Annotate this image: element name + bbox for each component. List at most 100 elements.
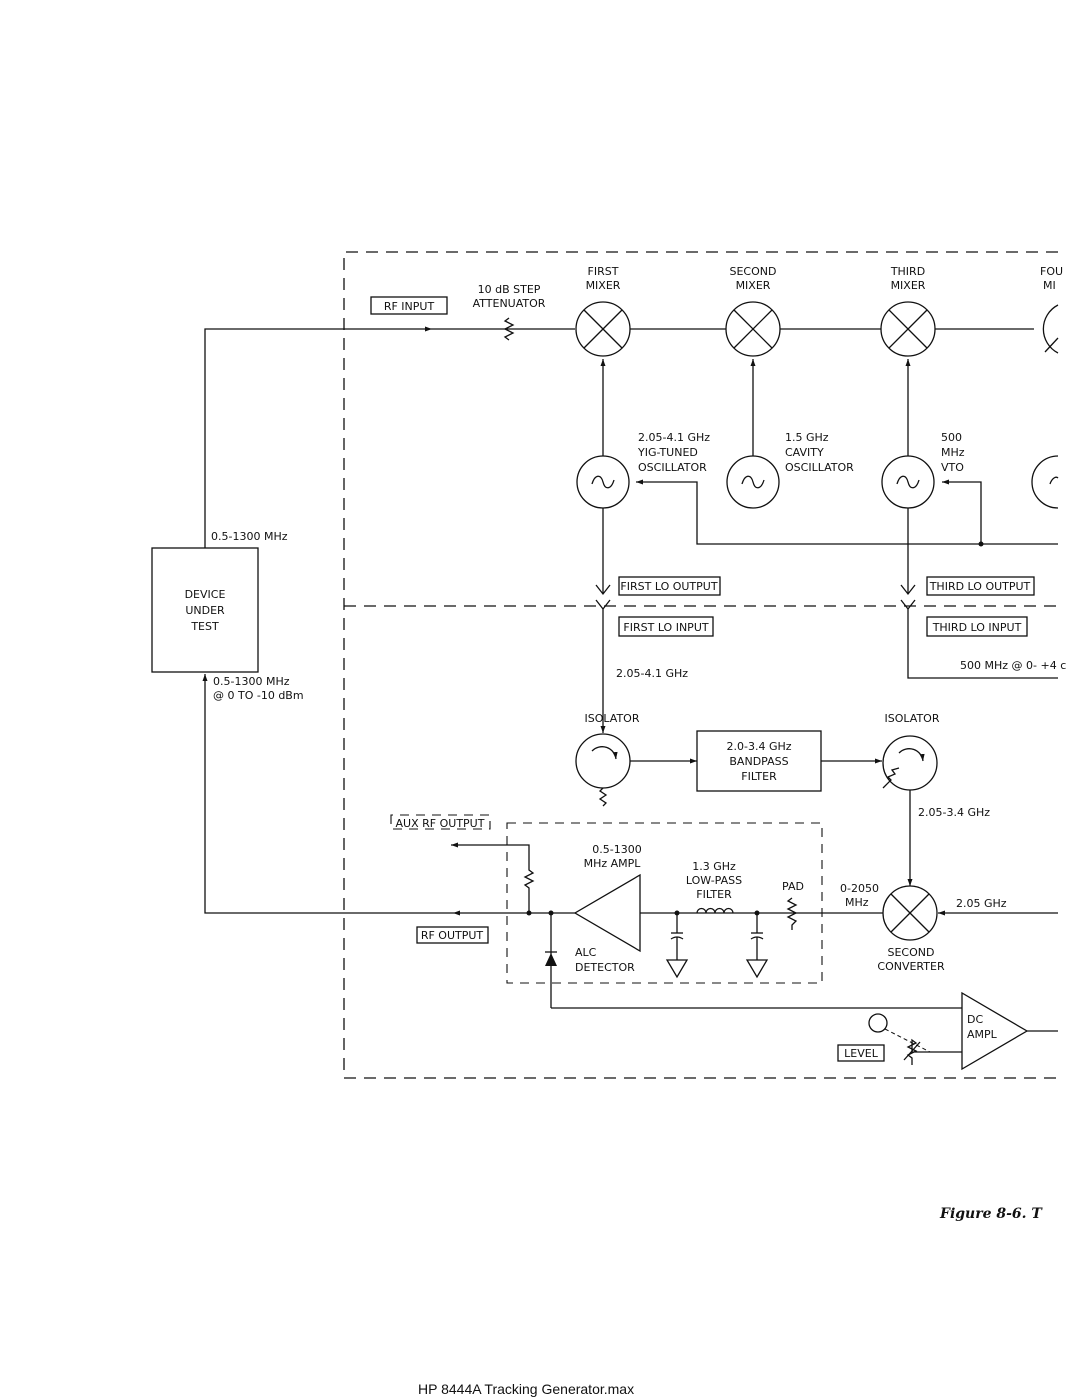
- ampl-label-1: 0.5-1300: [592, 843, 641, 856]
- second-mixer-label-2: MIXER: [736, 279, 771, 292]
- first-lo-output-connector: [618, 576, 721, 596]
- step-attenuator-label-2: ATTENUATOR: [473, 297, 546, 310]
- cavity-label-3: OSCILLATOR: [785, 461, 854, 474]
- level-pot-wiper: [903, 1041, 921, 1061]
- pad-label: PAD: [782, 880, 804, 893]
- first-lo-input-freq: 2.05-4.1 GHz: [616, 667, 688, 680]
- vto-label-2: MHz: [941, 446, 965, 459]
- footer-filename: HP 8444A Tracking Generator.max: [418, 1381, 634, 1397]
- output-amplifier: [573, 873, 641, 953]
- lpf-capacitor-left: [665, 913, 689, 979]
- aux-coupling-resistor: [451, 842, 535, 913]
- output-amp-subassembly-boundary: [506, 822, 823, 984]
- first-lo-input-chevron: [595, 599, 611, 611]
- isolator-right-label: ISOLATOR: [885, 712, 940, 725]
- step-attenuator-label-1: 10 dB STEP: [478, 283, 541, 296]
- dut-label-1: DEVICE: [185, 588, 226, 601]
- if-freq-label-2: MHz: [845, 896, 869, 909]
- figure-caption: Figure 8-6. T: [939, 1206, 1043, 1222]
- level-potentiometer: [906, 1038, 962, 1065]
- alc-detector-diode: [545, 913, 557, 1008]
- step-attenuator-resistor: [503, 317, 515, 341]
- pad-resistor: [786, 897, 798, 930]
- second-converter-mixer: [882, 885, 938, 941]
- if-freq-label-1: 0-2050: [840, 882, 879, 895]
- third-lo-input-chevron: [900, 599, 916, 611]
- isolator-left-label: ISOLATOR: [585, 712, 640, 725]
- first-lo-output-label: FIRST LO OUTPUT: [620, 580, 717, 593]
- dut-freq-top: 0.5-1300 MHz: [211, 530, 288, 543]
- alc-label-2: DETECTOR: [575, 961, 635, 974]
- yig-label-3: OSCILLATOR: [638, 461, 707, 474]
- isolator-left: [575, 733, 631, 807]
- dut-label-2: UNDER: [185, 604, 225, 617]
- lpf-capacitor-right: [745, 913, 769, 979]
- level-label: LEVEL: [844, 1047, 879, 1060]
- first-mixer: [575, 301, 631, 357]
- vto-label-1: 500: [941, 431, 962, 444]
- dut-label-3: TEST: [190, 620, 219, 633]
- yig-label-2: YIG-TUNED: [637, 446, 698, 459]
- lpf-label-3: FILTER: [696, 888, 732, 901]
- fourth-mixer-partial: [1042, 304, 1059, 354]
- fourth-mixer-label-1: FOU: [1040, 265, 1063, 278]
- third-lo-input-freq: 500 MHz @ 0- +4 c: [960, 659, 1066, 672]
- first-mixer-label-2: MIXER: [586, 279, 621, 292]
- rf-input-connector: [370, 296, 448, 315]
- yig-label-1: 2.05-4.1 GHz: [638, 431, 710, 444]
- third-lo-input-label: THIRD LO INPUT: [932, 621, 1022, 634]
- vto-oscillator: [881, 455, 935, 509]
- first-lo-input-label: FIRST LO INPUT: [623, 621, 708, 634]
- second-mixer-label-1: SECOND: [730, 265, 777, 278]
- aux-rf-output-connector: [390, 814, 491, 830]
- third-mixer-label-2: MIXER: [891, 279, 926, 292]
- isolator-right: [882, 735, 938, 791]
- dc-ampl-label-1: DC: [967, 1013, 983, 1026]
- dut-freq-bottom-1: 0.5-1300 MHz: [213, 675, 290, 688]
- bpf-label-2: BANDPASS: [729, 755, 788, 768]
- second-lo-freq: 2.05 GHz: [956, 897, 1007, 910]
- dut-to-rf-input-line: [204, 326, 432, 548]
- yig-tuned-oscillator: [576, 455, 630, 509]
- tuning-bus-junction: [978, 541, 984, 547]
- vto-tune-line: [942, 479, 982, 544]
- vto-label-3: VTO: [941, 461, 964, 474]
- lpf-label-2: LOW-PASS: [686, 874, 742, 887]
- level-knob-linkage: [884, 1028, 931, 1053]
- level-control-knob: [868, 1013, 888, 1033]
- bpf-label-1: 2.0-3.4 GHz: [726, 740, 791, 753]
- third-mixer: [880, 301, 936, 357]
- bpf-out-freq: 2.05-3.4 GHz: [918, 806, 990, 819]
- third-lo-output-label: THIRD LO OUTPUT: [929, 580, 1031, 593]
- rf-input-label: RF INPUT: [384, 300, 435, 313]
- third-lo-output-connector: [926, 576, 1035, 596]
- first-lo-input-connector: [618, 616, 714, 637]
- fourth-mixer-label-2: MI: [1043, 279, 1056, 292]
- lpf-label-1: 1.3 GHz: [692, 860, 736, 873]
- dc-amplifier: [961, 991, 1029, 1071]
- fourth-oscillator-partial: [1031, 455, 1059, 509]
- dc-ampl-label-2: AMPL: [967, 1028, 998, 1041]
- rf-output-label: RF OUTPUT: [421, 929, 484, 942]
- alc-label-1: ALC: [575, 946, 597, 959]
- third-mixer-label-1: THIRD: [890, 265, 925, 278]
- third-lo-input-connector: [926, 616, 1028, 637]
- instrument-boundary: [343, 251, 1058, 1079]
- cavity-label-2: CAVITY: [785, 446, 824, 459]
- rf-output-connector: [416, 926, 489, 944]
- third-lo-input-line: [907, 609, 1058, 679]
- cavity-oscillator: [726, 455, 780, 509]
- cavity-label-1: 1.5 GHz: [785, 431, 829, 444]
- aux-rf-output-label: AUX RF OUTPUT: [396, 817, 485, 830]
- first-mixer-label-1: FIRST: [588, 265, 619, 278]
- third-lo-output-chevron: [900, 584, 916, 596]
- ampl-label-2: MHz AMPL: [584, 857, 642, 870]
- second-converter-label-2: CONVERTER: [877, 960, 945, 973]
- first-lo-output-chevron: [595, 584, 611, 596]
- tuning-bus-line: [636, 479, 1058, 545]
- lpf-inductor: [696, 907, 734, 914]
- second-converter-label-1: SECOND: [888, 946, 935, 959]
- level-label-box: [837, 1044, 885, 1062]
- dut-freq-bottom-2: @ 0 TO -10 dBm: [213, 689, 304, 702]
